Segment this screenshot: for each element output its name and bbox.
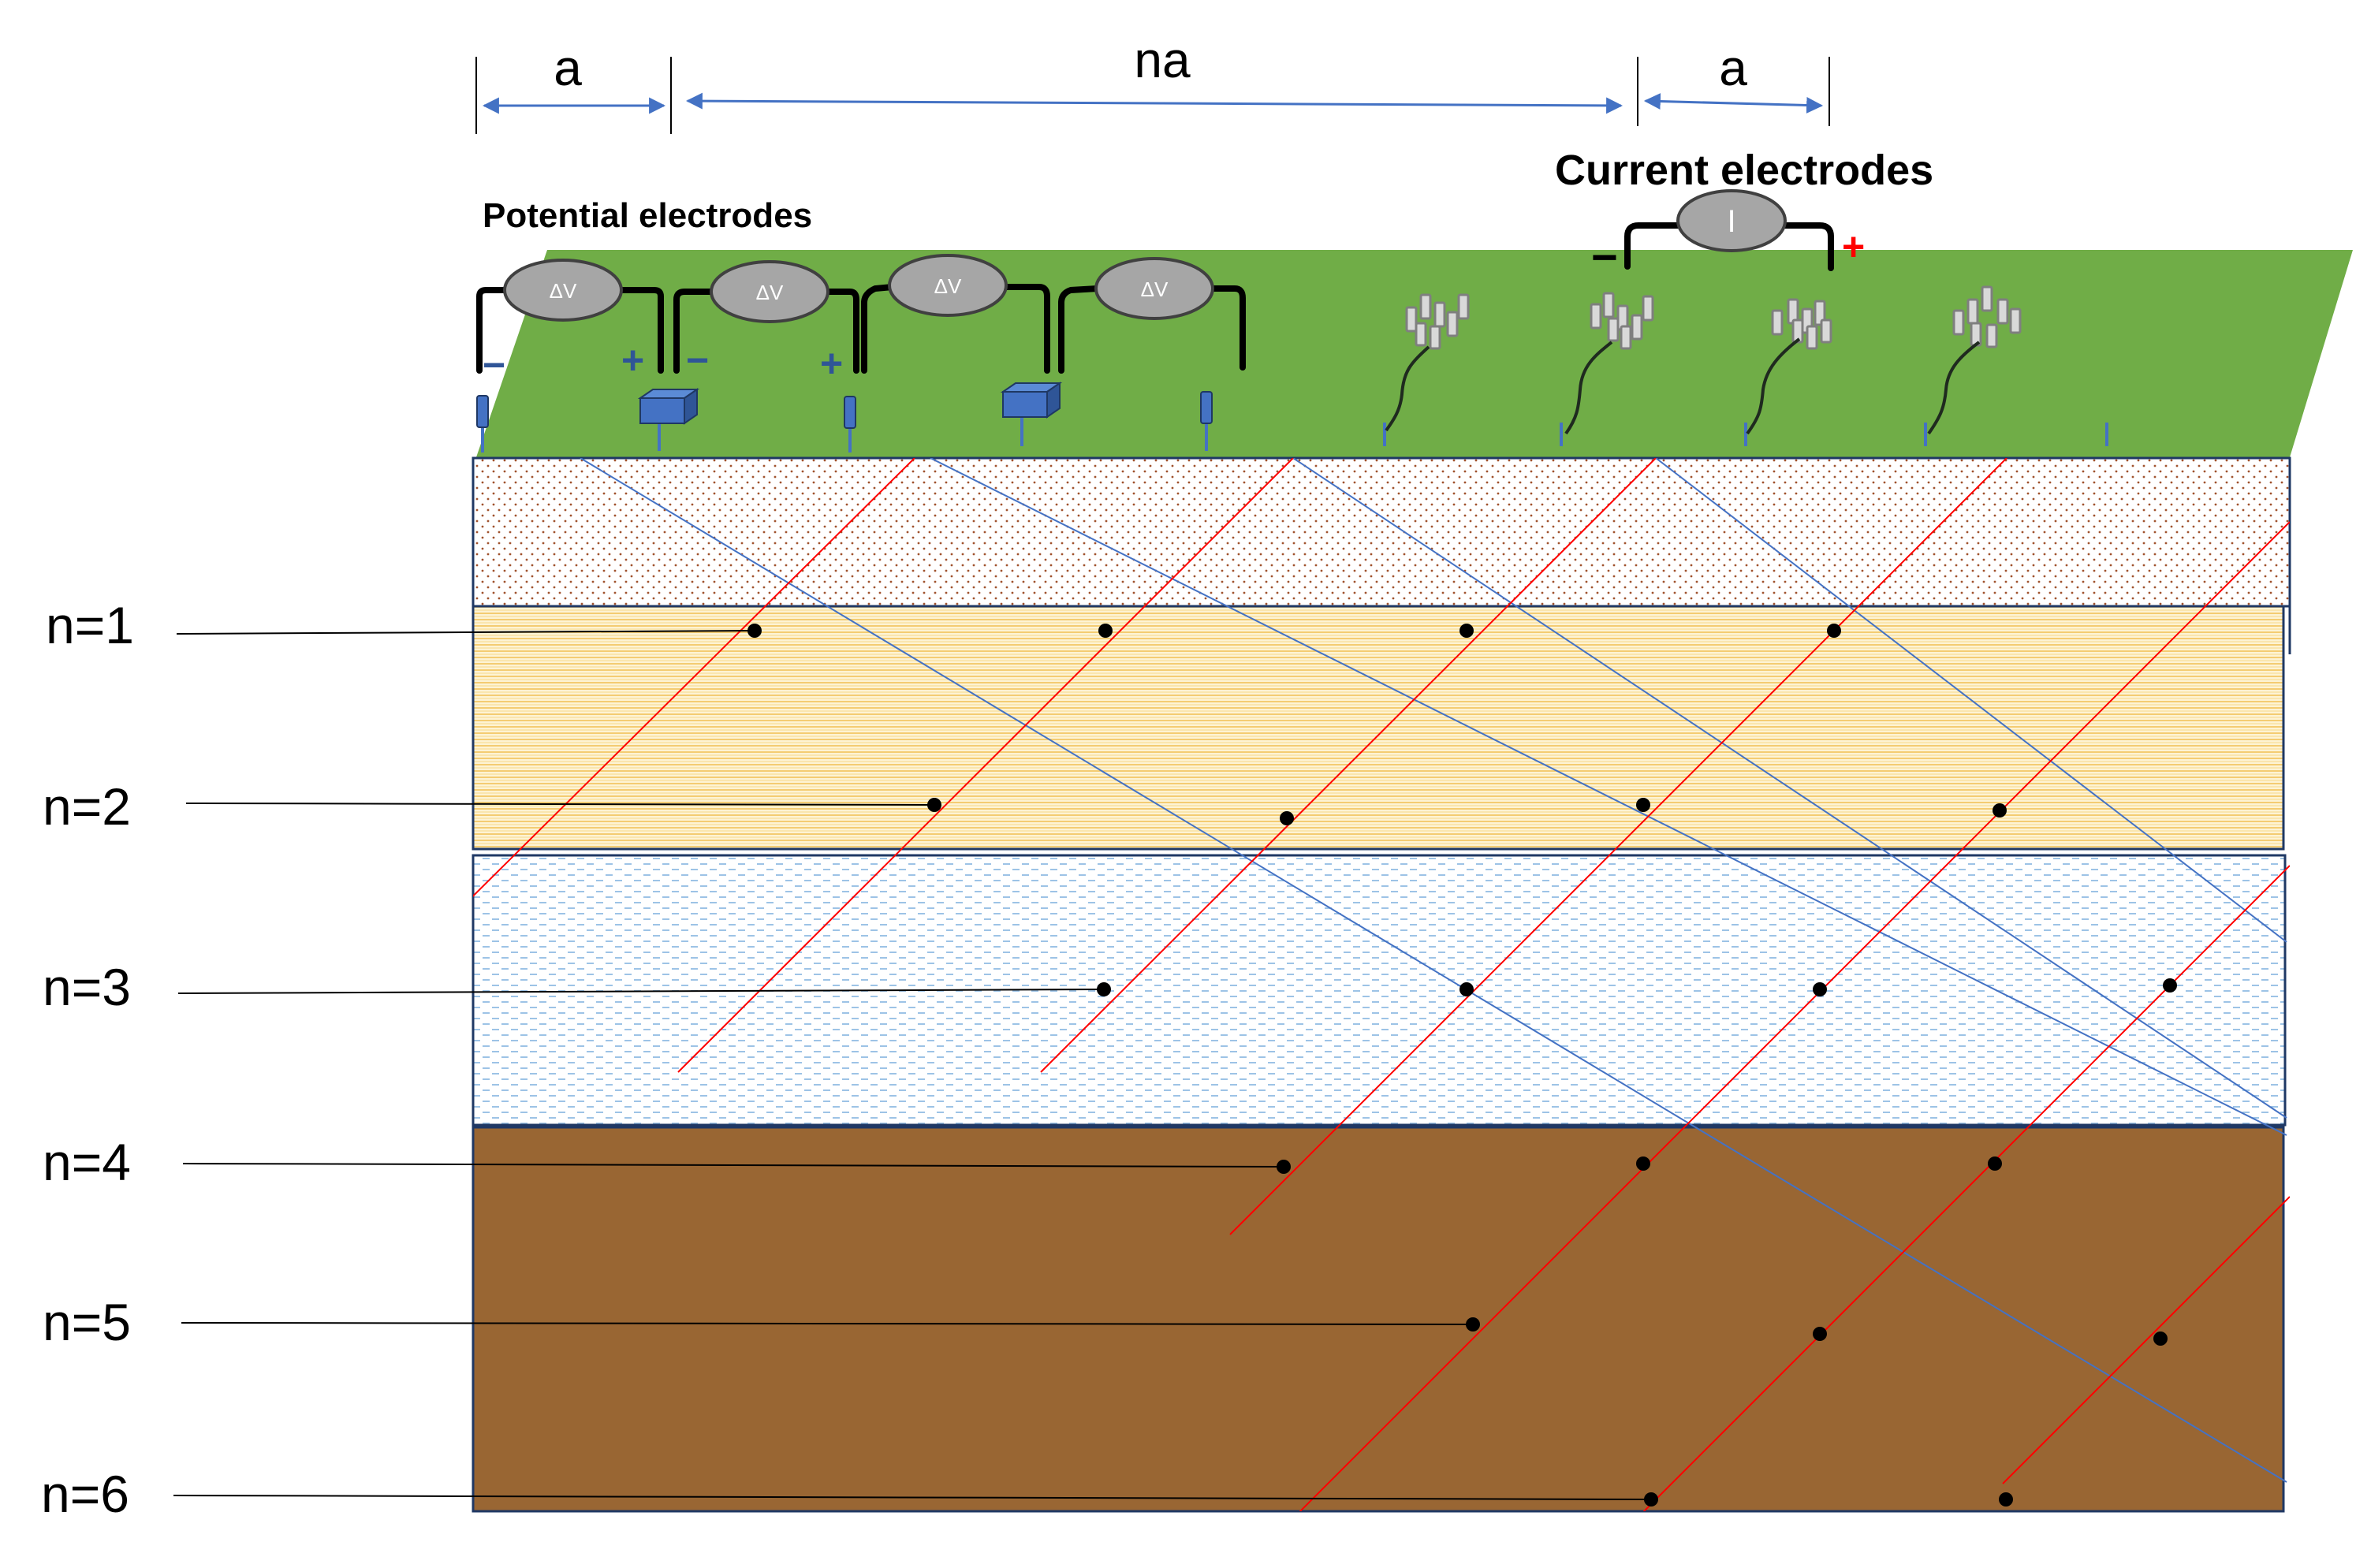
depth-leader-n5 [181,1322,1474,1325]
voltmeter-label: ΔV [550,279,577,303]
potential-electrodes-title: Potential electrodes [483,196,812,235]
red-line [1299,521,2290,1511]
voltmeter-label: ΔV [934,274,962,298]
measurement-point [1813,982,1827,996]
cable-bundle-icon [1746,298,1832,435]
electrode-stake [1000,382,1063,446]
depth-leader-n6 [173,1495,1652,1500]
plus-sign: + [621,338,644,382]
voltmeter-icon: ΔV [888,254,1008,317]
measurement-point [1459,624,1474,638]
minus-sign: − [483,343,505,387]
electrode-stake [1200,391,1213,451]
voltmeters: ΔV ΔV ΔV ΔV [503,254,1214,323]
current-plus-sign: + [1842,225,1865,269]
potential-wiring [476,284,1246,374]
depth-label-n3: n=3 [43,958,131,1016]
layer-2-striped [472,605,2285,851]
spacing-dimensions: a na a [475,32,1830,134]
depth-leader-n4 [182,1163,1284,1168]
voltmeter-icon: ΔV [710,260,829,323]
potential-polarity: − + − + [483,338,843,387]
red-line [1642,865,2290,1511]
electrode-stakes [476,382,2108,453]
minus-sign: − [686,338,709,382]
cable-bundle-icon [1927,285,2022,435]
measurement-point [1827,624,1841,638]
measurement-point [1636,1156,1650,1171]
electrode-stake [844,396,856,453]
depth-label-n4: n=4 [43,1133,131,1191]
electrode-stake [476,395,489,453]
plus-sign: + [820,341,843,385]
blue-line [1292,458,2287,1119]
measurement-point [1999,1492,2013,1507]
ammeter-label: I [1727,204,1735,239]
depth-label-n5: n=5 [43,1293,131,1351]
depth-label-n6: n=6 [41,1465,129,1523]
depth-label-n1: n=1 [46,596,134,654]
red-line [677,458,1294,1073]
label-a-left: a [554,39,582,96]
layer-1-dotted [472,456,2291,608]
cable-bundle-icon [1385,293,1470,432]
electrode-stake [637,388,700,451]
measurement-point [2163,978,2177,993]
measurement-point [1636,798,1650,812]
depth-leader-n2 [185,803,935,806]
red-line [1040,458,1657,1073]
layer-4-brown [472,1126,2285,1513]
red-line [2002,1196,2290,1484]
measurement-point [1813,1327,1827,1341]
cable-bundle-icon [1564,292,1654,435]
depth-leader-n1 [176,630,755,635]
cable-bundles [1385,285,2022,435]
blue-line [930,458,2287,1136]
blue-line [1655,458,2287,943]
measurement-point [1098,624,1113,638]
blue-line [580,458,2287,1483]
current-wiring [1624,222,1834,271]
voltmeter-label: ΔV [756,281,784,304]
label-na: na [1134,32,1191,88]
voltmeter-label: ΔV [1141,277,1169,301]
red-line [1229,458,2007,1235]
measurement-point [1988,1156,2002,1171]
voltmeter-icon: ΔV [1094,257,1214,320]
measurement-point [2153,1331,2168,1346]
current-minus-sign: − [1591,232,1618,283]
measurement-point [1459,982,1474,996]
depth-labels: n=1 n=2 n=3 n=4 n=5 n=6 [41,596,1652,1523]
label-a-right: a [1719,39,1747,96]
pseudosection-lines [473,458,2290,1511]
red-line [473,458,915,897]
voltmeter-icon: ΔV [503,259,623,322]
measurement-point [1993,803,2007,818]
measurement-point [1280,811,1294,825]
depth-label-n2: n=2 [43,777,131,836]
depth-leader-n3 [177,989,1105,994]
arrow-a-right [1643,93,1824,114]
arrow-na [685,92,1623,114]
ammeter-icon: I [1676,189,1787,252]
current-electrodes-title: Current electrodes [1555,147,1933,194]
